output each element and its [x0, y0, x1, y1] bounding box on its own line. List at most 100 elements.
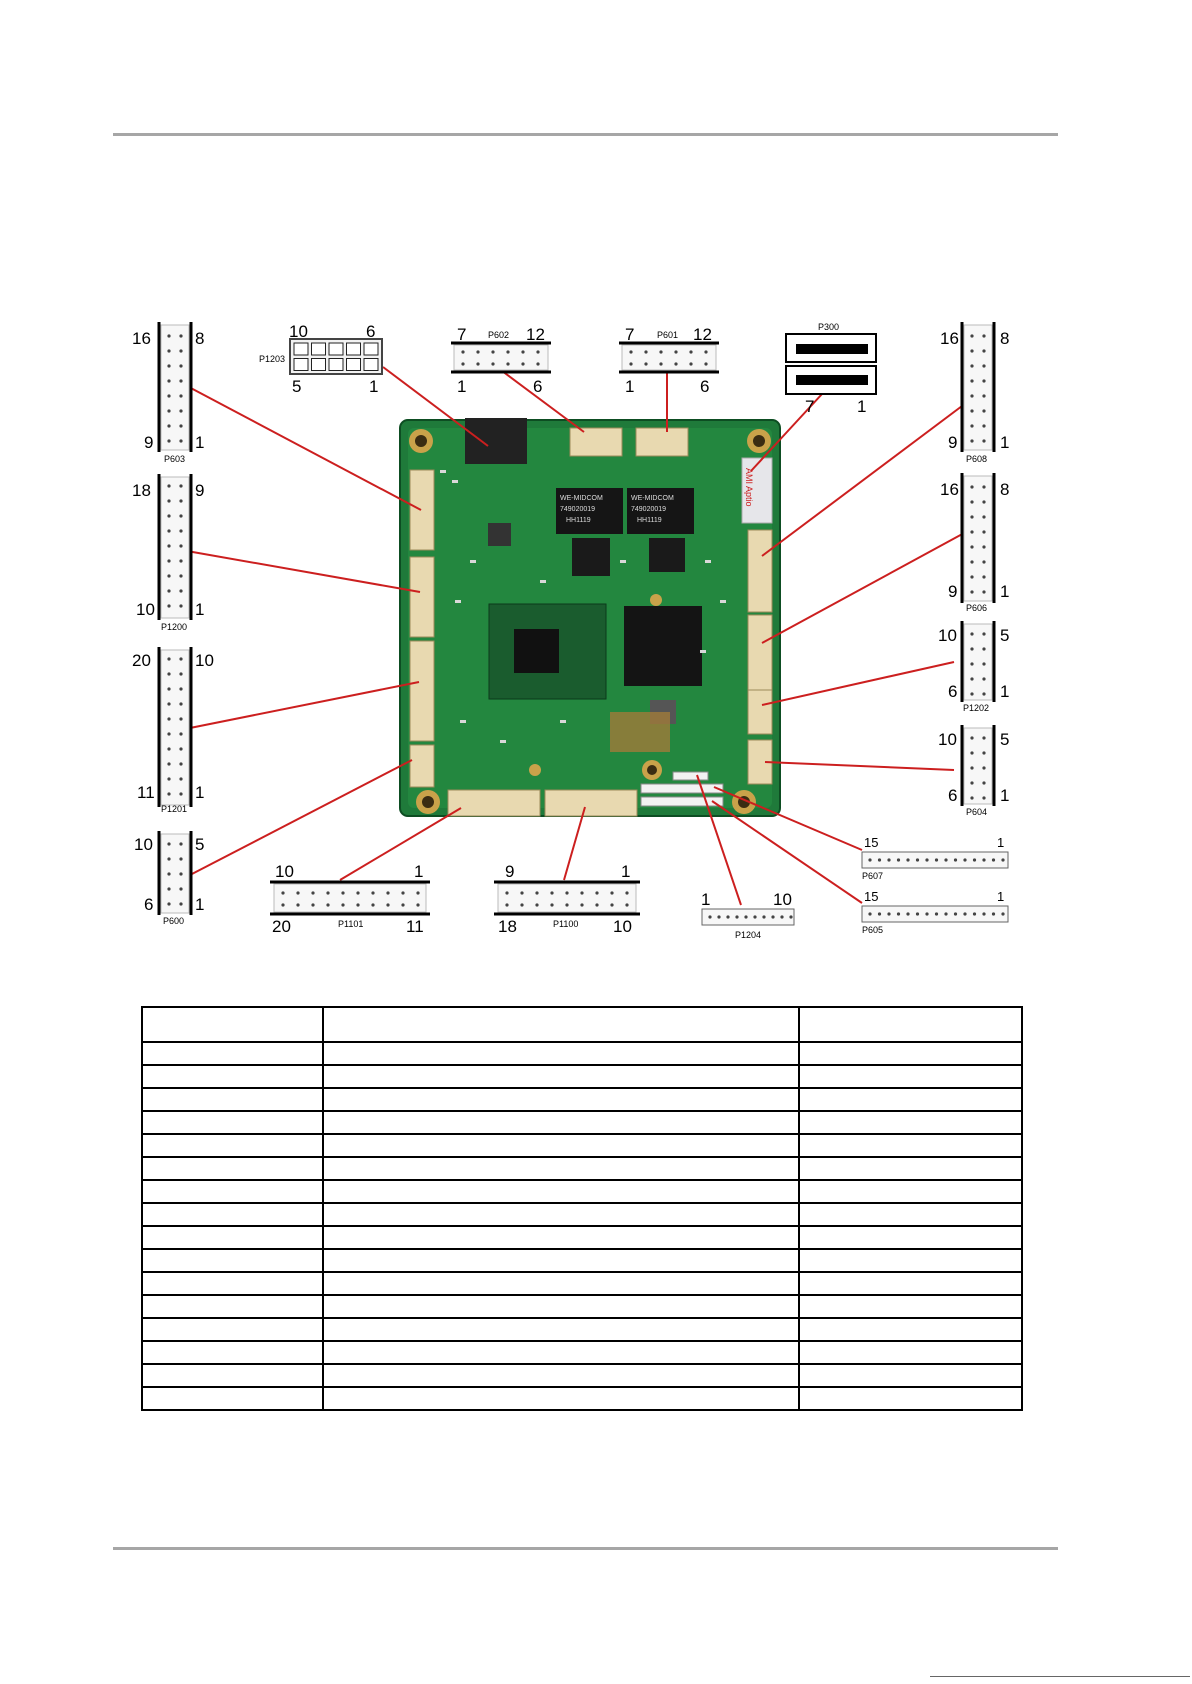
bottom-rule: [113, 1547, 1058, 1550]
p600-pin: [167, 872, 171, 876]
p603-pin: [167, 349, 171, 353]
pcb-board: WE-MIDCOM 749020019 HH1119 WE-MIDCOM 749…: [399, 418, 781, 817]
table-cell: [322, 1294, 800, 1319]
p601-name: P601: [657, 330, 678, 340]
table-cell: [322, 1225, 800, 1250]
p1201-pin: [167, 657, 171, 661]
p1201-pin: [179, 657, 183, 661]
magnetics-code-1: HH1119: [566, 517, 591, 524]
header-p603: 16 8 9 1 P603: [132, 322, 204, 464]
p608-pin: [982, 334, 986, 338]
p1201-bottom-right: 1: [195, 783, 204, 802]
p1200-pin: [167, 529, 171, 533]
p1201-pin: [179, 687, 183, 691]
p1200-top-left: 18: [132, 481, 151, 500]
table-cell: [322, 1340, 800, 1365]
p605-pin: [982, 912, 986, 916]
p600-name: P600: [163, 916, 184, 926]
p1203-cell: [346, 342, 361, 356]
header-p1201: 20 10 11 1 P1201: [132, 647, 214, 814]
p1200-pin: [167, 604, 171, 608]
p605-pin: [868, 912, 872, 916]
p1201-top-right: 10: [195, 651, 214, 670]
p608-pin: [982, 424, 986, 428]
p1201-name: P1201: [161, 804, 187, 814]
p606-pin: [970, 515, 974, 519]
table-body: [141, 1041, 1023, 1411]
p300-bottom-left: 7: [805, 397, 814, 416]
table-cell: [322, 1202, 800, 1227]
table-cell: [141, 1202, 324, 1227]
p601-bottom-right: 6: [700, 377, 709, 396]
p603-pin: [179, 349, 183, 353]
p1100-pin: [535, 891, 539, 895]
p607-pin: [934, 858, 939, 862]
table-row: [141, 1340, 1023, 1365]
p607-pin: [877, 858, 882, 862]
p605-pin: [896, 912, 901, 916]
magnetics-part-1: 749020019: [560, 506, 595, 513]
p1200-pin: [179, 499, 183, 503]
p606-top-left: 16: [940, 480, 959, 499]
p1101-pin: [296, 903, 300, 907]
p604-pin: [982, 736, 986, 740]
p1203-cell: [363, 358, 379, 371]
table-row: [141, 1179, 1023, 1204]
p1201-pin: [167, 717, 171, 721]
p602-pin: [521, 350, 525, 354]
table-cell: [798, 1064, 1023, 1089]
p1201-pin: [179, 732, 183, 736]
table-cell: [141, 1317, 324, 1342]
p606-pin: [982, 485, 986, 489]
table-cell: [798, 1248, 1023, 1273]
table-cell: [322, 1271, 800, 1296]
p1203-cell: [293, 342, 309, 356]
p600-pin: [179, 902, 183, 906]
p607-pin: [887, 858, 891, 862]
p606-pin: [982, 500, 986, 504]
p607-pin: [953, 858, 958, 862]
p1200-pin: [179, 514, 183, 518]
p1101-pin: [371, 903, 375, 907]
p1201-pin: [167, 732, 171, 736]
p608-pin: [970, 439, 974, 443]
table-row: [141, 1041, 1023, 1066]
p601-pin: [689, 350, 693, 354]
p607-left: 15: [864, 835, 878, 850]
p601-pin: [674, 362, 678, 366]
p607-pin: [915, 858, 920, 862]
table-cell: [141, 1271, 324, 1296]
p604-pin: [982, 796, 986, 800]
p604-top-right: 5: [1000, 730, 1009, 749]
p605-pin: [906, 912, 910, 916]
p1101-pin: [386, 903, 390, 907]
table-cell: [798, 1087, 1023, 1112]
magnetics-brand-1: WE-MIDCOM: [560, 495, 603, 502]
p605-pin: [972, 912, 977, 916]
p605-left: 15: [864, 889, 878, 904]
p1100-pin: [535, 903, 539, 907]
p1101-pin: [401, 891, 405, 895]
p1201-pin: [179, 747, 183, 751]
p1100-pin: [505, 903, 509, 907]
p1101-bottom-left: 20: [272, 917, 291, 936]
p1204-name: P1204: [735, 930, 761, 940]
p1100-pin: [625, 891, 629, 895]
p601-pin: [644, 362, 648, 366]
p608-pin: [982, 394, 986, 398]
p600-pin: [167, 887, 171, 891]
p602-bottom-left: 1: [457, 377, 466, 396]
p1101-pin: [356, 891, 360, 895]
p605-pin: [953, 912, 958, 916]
p1101-pin: [341, 903, 345, 907]
p1204-pin: [735, 915, 739, 919]
p602-pin: [476, 350, 480, 354]
p1202-pin: [970, 677, 974, 681]
p603-pin: [167, 364, 171, 368]
p1101-bottom-right: 11: [406, 917, 424, 936]
p601-pin: [644, 350, 648, 354]
p1203-cell: [328, 358, 344, 371]
table-cell: [141, 1087, 324, 1112]
table-cell: [322, 1363, 800, 1388]
p1201-pin: [179, 777, 183, 781]
